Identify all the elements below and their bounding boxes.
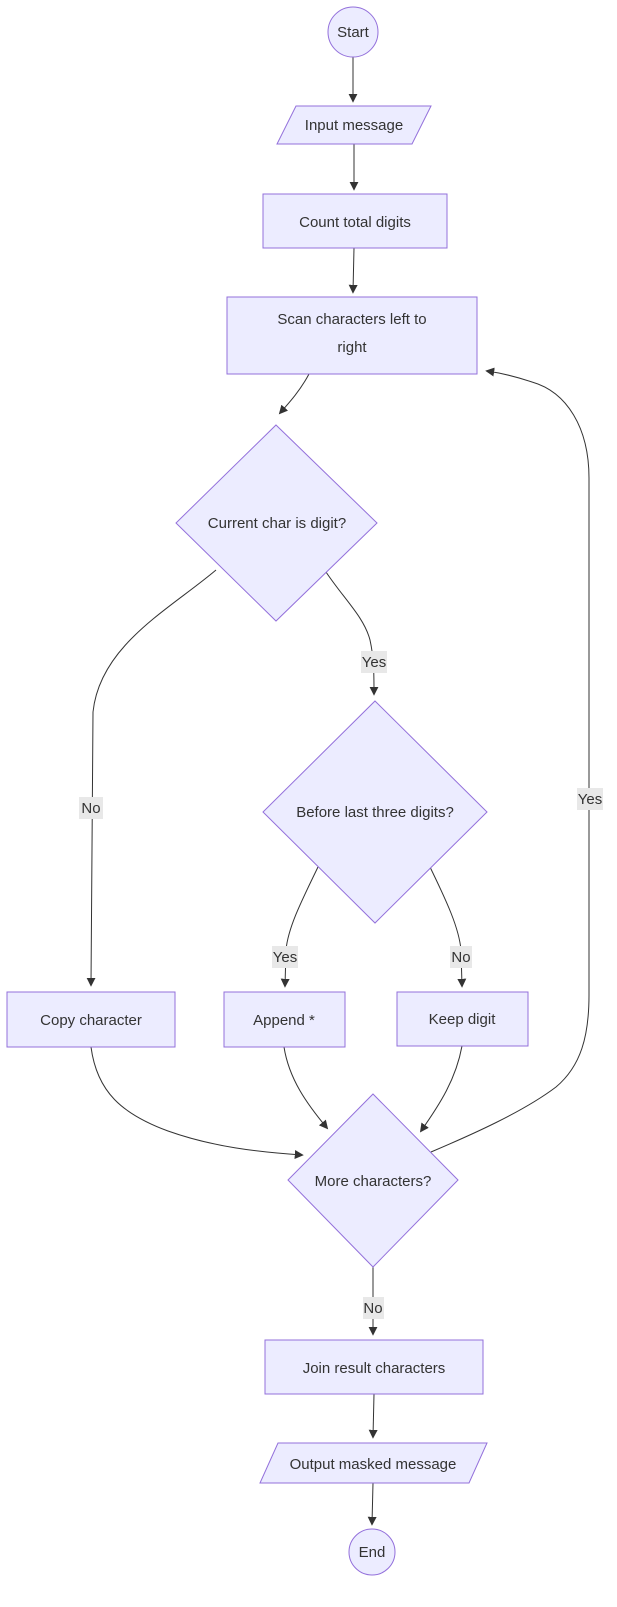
isdigit-diamond xyxy=(175,424,378,622)
more-diamond xyxy=(287,1093,459,1268)
edge-copy-more xyxy=(90,1046,304,1159)
node-end: End xyxy=(348,1528,396,1576)
edge-label-background xyxy=(79,797,103,819)
node-append-label: Append * xyxy=(253,1012,315,1029)
node-append-star: Append * xyxy=(223,991,346,1048)
edge-label-yes-isdigit-beforelast3: Yes xyxy=(361,651,387,673)
start-circle xyxy=(327,6,379,58)
node-scan-characters: Scan characters left to right xyxy=(226,296,478,375)
edge-label-no-beforelast3-keep: No xyxy=(450,946,472,968)
count-rect xyxy=(262,193,448,249)
node-more-label: More characters? xyxy=(315,1173,432,1190)
node-before-last-three-digits: Before last three digits? xyxy=(262,700,488,924)
node-current-char-is-digit: Current char is digit? xyxy=(175,424,378,622)
edge-label-no-more-join: No xyxy=(363,1297,384,1319)
node-isdigit-label: Current char is digit? xyxy=(208,515,346,532)
node-end-label: End xyxy=(359,1544,386,1561)
edge-labels: No Yes Yes No Yes No xyxy=(79,651,603,1319)
node-beforelast3-label: Before last three digits? xyxy=(296,804,454,821)
nodes: Start Input message Count total digits S… xyxy=(6,6,529,1576)
node-keep-digit: Keep digit xyxy=(396,991,529,1047)
beforelast3-diamond xyxy=(262,700,488,924)
edge-label-text: No xyxy=(451,949,470,966)
end-circle xyxy=(348,1528,396,1576)
edge-label-text: Yes xyxy=(273,949,297,966)
edge-join-output xyxy=(368,1393,378,1439)
edge-output-end xyxy=(367,1482,377,1526)
edge-isdigit-copy-no xyxy=(86,569,217,987)
edge-label-background xyxy=(363,1297,384,1319)
node-join-label: Join result characters xyxy=(303,1360,446,1377)
edge-more-scan-yes xyxy=(430,367,590,1153)
node-scan-label-line1: Scan characters left to xyxy=(277,311,426,328)
edge-label-yes-beforelast3-append: Yes xyxy=(272,946,298,968)
edge-label-background xyxy=(272,946,298,968)
input-parallelogram xyxy=(276,105,432,145)
edge-label-yes-more-scan: Yes xyxy=(577,788,603,810)
edges xyxy=(86,57,590,1526)
keep-rect xyxy=(396,991,529,1047)
node-scan-label-line2: right xyxy=(337,339,367,356)
copy-rect xyxy=(6,991,176,1048)
edge-count-scan xyxy=(348,247,358,294)
edge-label-text: No xyxy=(81,800,100,817)
node-start: Start xyxy=(327,6,379,58)
edge-label-text: No xyxy=(363,1300,382,1317)
append-rect xyxy=(223,991,346,1048)
edge-append-more xyxy=(283,1046,329,1130)
edge-label-background xyxy=(577,788,603,810)
node-join-result-characters: Join result characters xyxy=(264,1339,484,1395)
edge-label-no-isdigit-copy: No xyxy=(79,797,103,819)
node-output-masked-message: Output masked message xyxy=(259,1442,488,1484)
edge-keep-more xyxy=(419,1045,463,1133)
edge-label-background xyxy=(361,651,387,673)
node-more-characters: More characters? xyxy=(287,1093,459,1268)
node-count-label: Count total digits xyxy=(299,214,411,231)
join-rect xyxy=(264,1339,484,1395)
node-copy-character: Copy character xyxy=(6,991,176,1048)
node-input-label: Input message xyxy=(305,117,403,134)
edge-scan-isdigit xyxy=(278,373,310,415)
node-keep-label: Keep digit xyxy=(429,1011,497,1028)
edge-label-text: Yes xyxy=(362,654,386,671)
node-output-label: Output masked message xyxy=(290,1456,457,1473)
edge-label-text: Yes xyxy=(578,791,602,808)
output-parallelogram xyxy=(259,1442,488,1484)
edge-isdigit-beforelast3-yes xyxy=(325,571,379,696)
node-input-message: Input message xyxy=(276,105,432,145)
scan-rect xyxy=(226,296,478,375)
node-start-label: Start xyxy=(337,24,370,41)
node-copy-label: Copy character xyxy=(40,1012,142,1029)
node-count-total-digits: Count total digits xyxy=(262,193,448,249)
edge-label-background xyxy=(450,946,472,968)
